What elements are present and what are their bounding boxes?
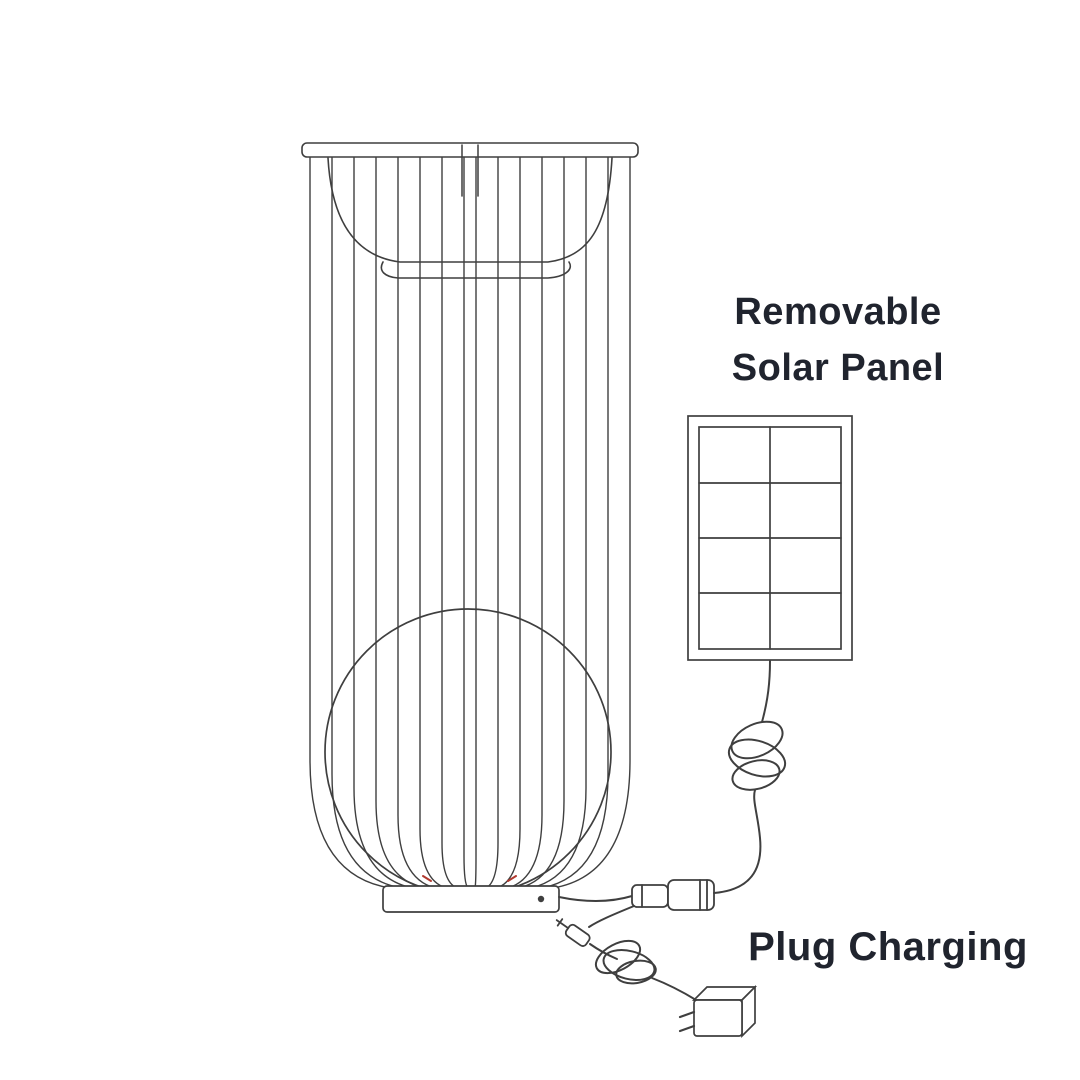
coiled-cable-lower [589, 939, 697, 1001]
dc-jack-plug [555, 905, 635, 947]
lantern-base [382, 885, 560, 913]
solar-panel-label-line1: Removable [734, 291, 942, 333]
top-fabric-basket [327, 157, 613, 279]
hanger-strap [461, 144, 479, 197]
coiled-cable-upper [713, 660, 787, 894]
cage-top-rim [301, 142, 639, 158]
red-clip-marks [422, 875, 517, 882]
plug-charging-label: Plug Charging [748, 925, 1028, 969]
barrel-connector [558, 879, 715, 911]
power-adapter [678, 984, 758, 1039]
solar-panel-label-line2: Solar Panel [731, 347, 945, 389]
solar-panel [687, 415, 853, 661]
wire-cage-lantern [309, 156, 631, 889]
inner-glass-sphere [324, 608, 612, 896]
solar-panel-label: Removable Solar Panel [732, 284, 944, 396]
